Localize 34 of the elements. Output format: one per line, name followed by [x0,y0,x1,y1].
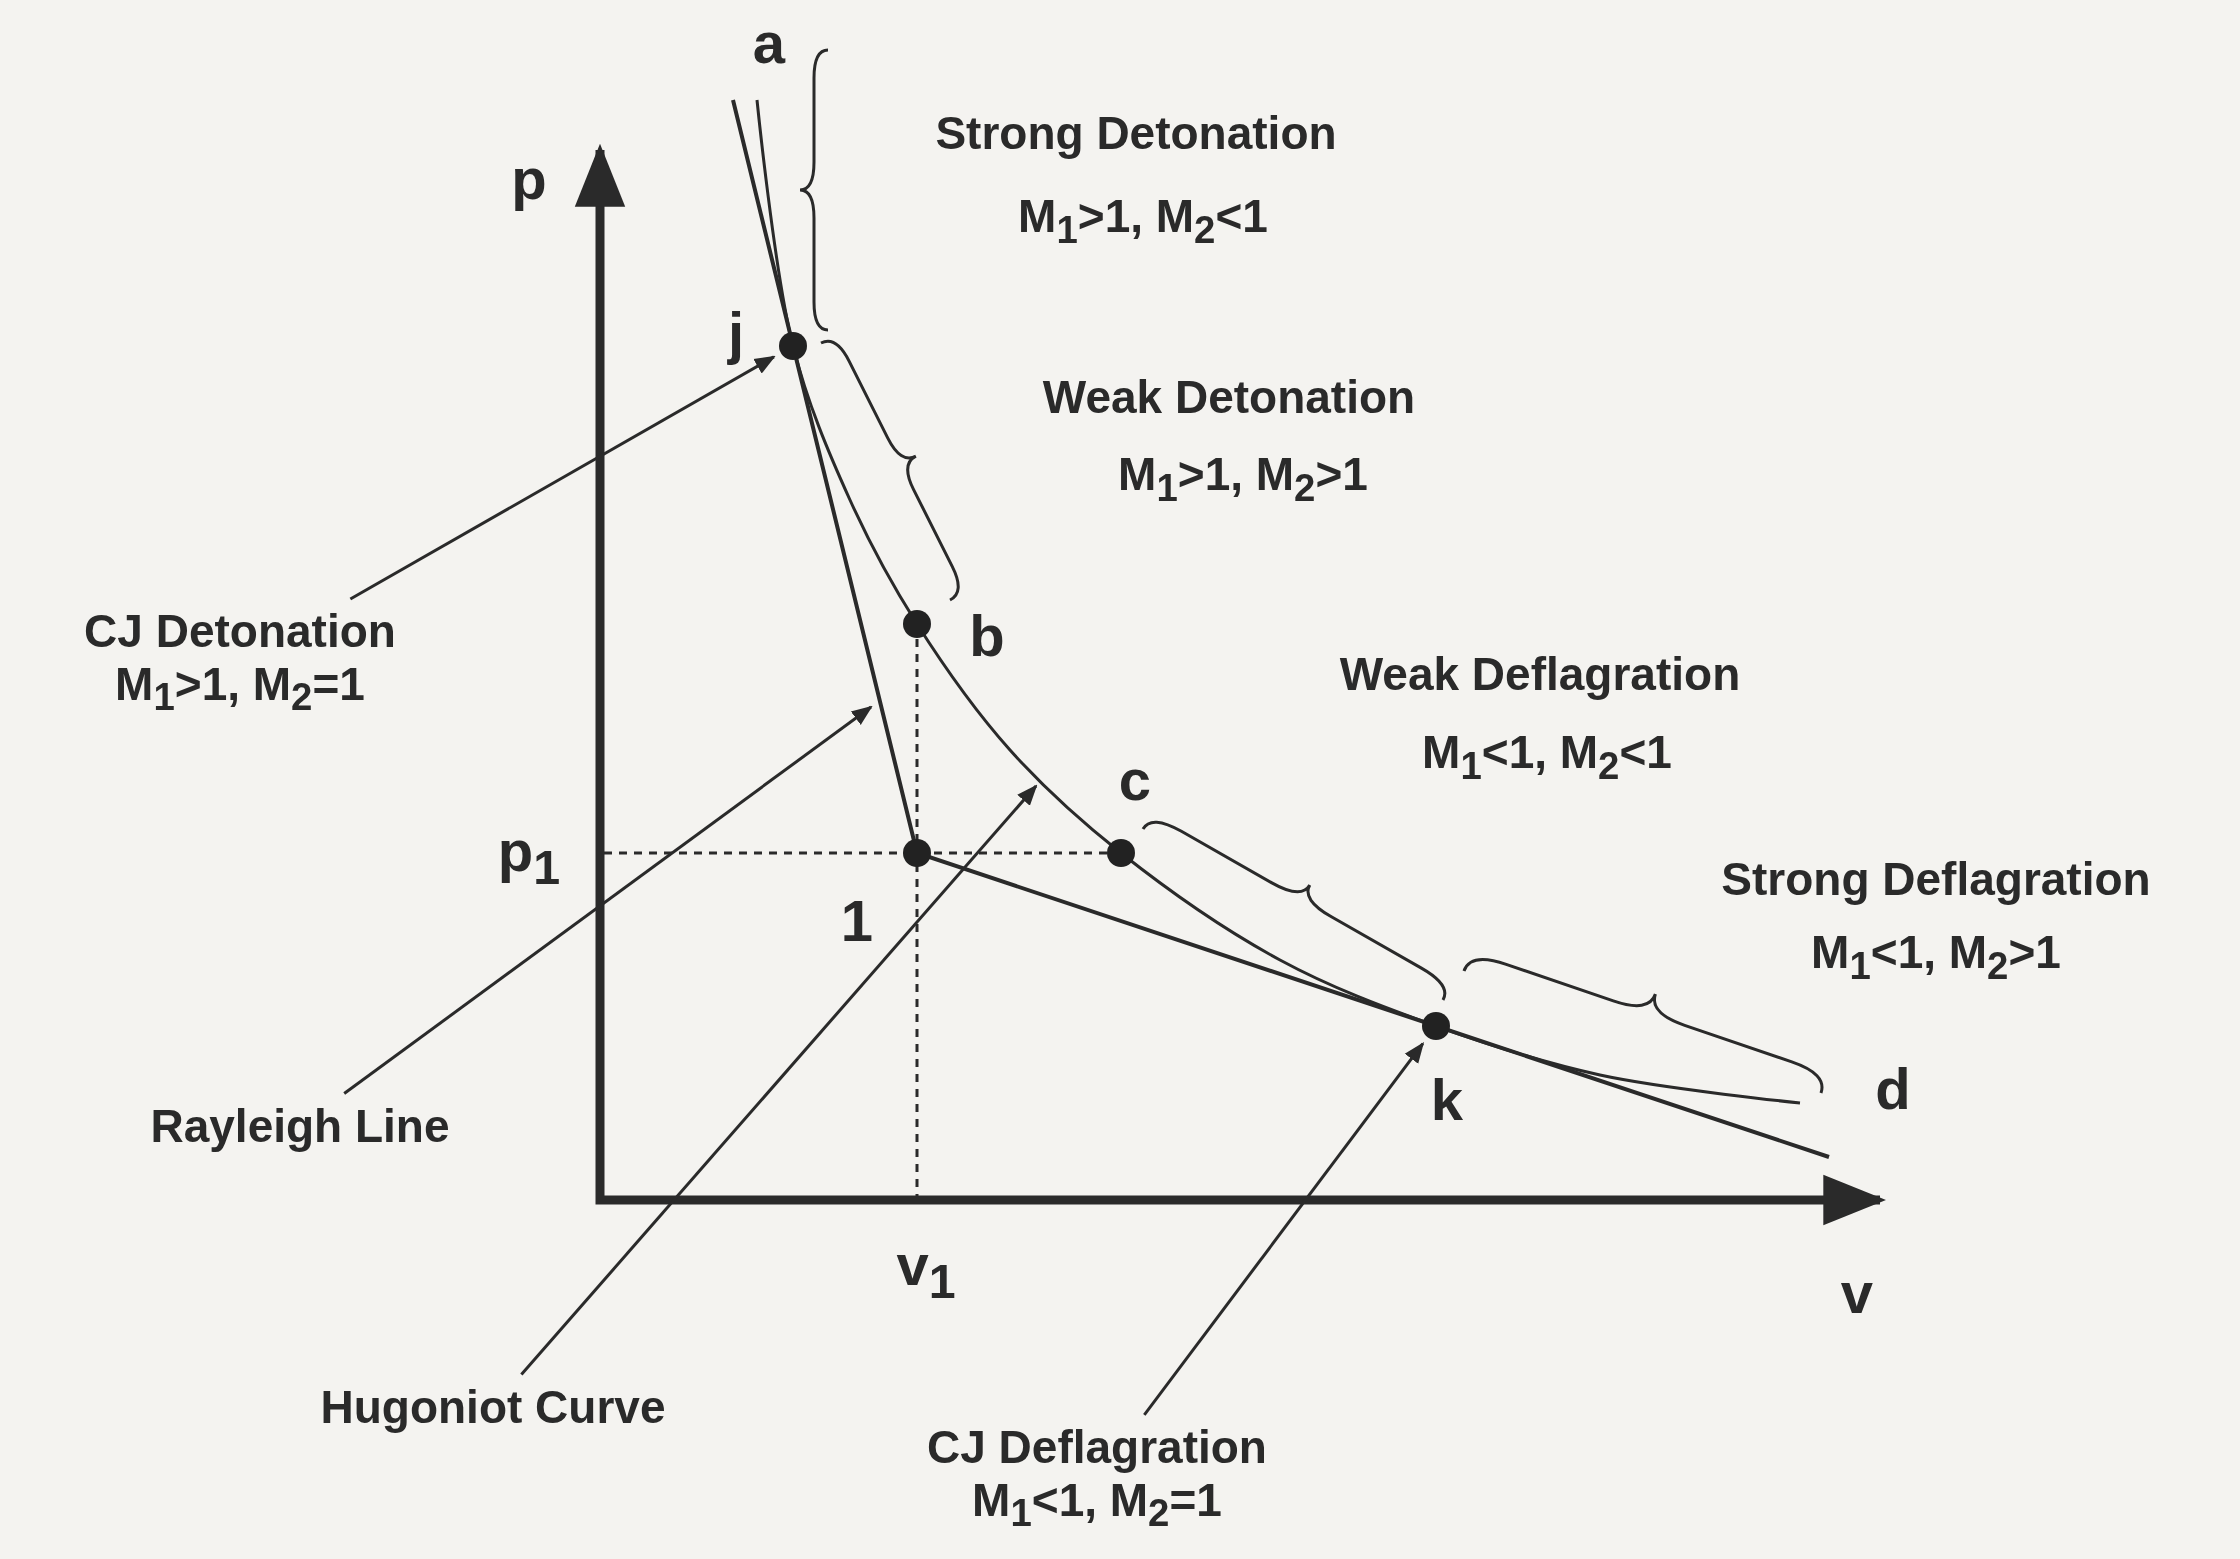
region-label: Strong Deflagration [1721,852,2151,906]
mach-condition: M$_{1}$<1, M$_{2}$<1 [1422,726,1672,788]
point-label: d [1875,1055,1911,1123]
region-label: Weak Deflagration [1339,647,1741,701]
mach-condition: M$_{1}$>1, M$_{2}$<1 [1018,190,1268,252]
mach-condition: M$_{1}$>1, M$_{2}$>1 [1118,448,1368,510]
point-label: k [1430,1066,1464,1134]
mach-condition: M$_{1}$<1, M$_{2}$>1 [1811,926,2061,988]
point-marker [1107,839,1135,867]
point-label: j [727,299,745,367]
leader-arrow [349,355,776,601]
point-label: c [1118,746,1152,814]
point-label: a [752,9,786,77]
point-label: 1 [840,887,874,955]
leader-arrow [1143,1041,1425,1416]
point-marker [1422,1012,1450,1040]
leader-arrow [343,705,873,1095]
callout-label: CJ Detonation [84,604,396,658]
point-label: b [969,602,1005,670]
axis-label: p$_{1}$ [497,818,561,896]
mach-condition: M$_{1}$<1, M$_{2}$=1 [971,1473,1223,1536]
leader-arrow [520,784,1038,1376]
point-marker [779,332,807,360]
point-marker [903,839,931,867]
axis-label: v [1840,1259,1874,1327]
axis-label: p [511,145,547,213]
region-label: Weak Detonation [1042,370,1416,424]
callout-label: CJ Deflagration [927,1420,1267,1474]
callout-label: Rayleigh Line [150,1099,450,1153]
axis-label: v$_{1}$ [896,1232,956,1310]
region-label: Strong Detonation [935,106,1337,160]
mach-condition: M$_{1}$>1, M$_{2}$=1 [114,657,366,720]
point-marker [903,610,931,638]
callout-label: Hugoniot Curve [320,1380,666,1434]
